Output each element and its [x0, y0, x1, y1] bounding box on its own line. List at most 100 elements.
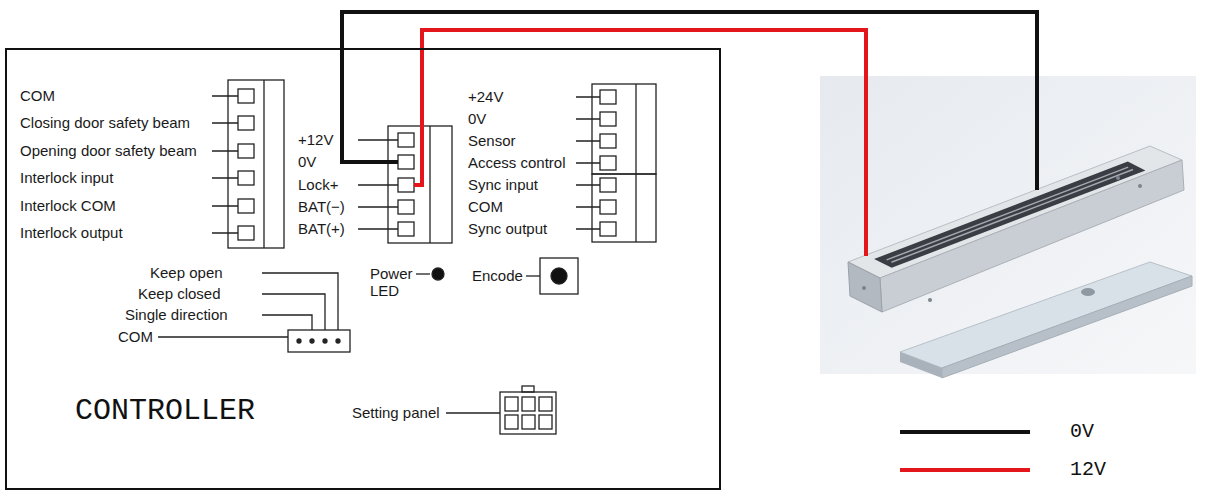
armature-plate — [900, 262, 1192, 378]
terminal-label: Interlock output — [20, 224, 123, 241]
connector-cell — [505, 415, 518, 429]
maglock-end — [848, 262, 882, 312]
terminal-label: BAT(+) — [298, 220, 345, 237]
terminal-label: Sync input — [468, 176, 538, 193]
connector-pin — [336, 339, 340, 343]
terminal — [600, 156, 616, 170]
switch-label: Single direction — [125, 306, 228, 323]
terminal — [238, 89, 254, 103]
indicators — [416, 258, 578, 294]
terminal-label: Opening door safety beam — [20, 142, 197, 159]
terminal — [398, 133, 414, 147]
leader-line — [526, 275, 540, 276]
terminal-divider — [429, 126, 430, 243]
leader-line — [158, 273, 338, 337]
terminal — [600, 134, 616, 148]
connector-pin — [310, 339, 314, 343]
terminal — [238, 116, 254, 130]
terminal — [238, 171, 254, 185]
terminal-block — [212, 80, 284, 248]
legend-line — [900, 468, 1030, 472]
red-wire — [414, 30, 866, 256]
switch-label: COM — [118, 328, 153, 345]
connector-cell — [539, 415, 552, 429]
terminal-label: Closing door safety beam — [20, 114, 190, 131]
button-label: Encode — [472, 267, 523, 284]
terminal-divider — [263, 80, 264, 248]
terminal-housing — [228, 80, 284, 248]
terminal — [600, 222, 616, 236]
terminal-label: +12V — [298, 131, 333, 148]
connector-cell — [505, 397, 518, 411]
leader-line — [212, 96, 238, 233]
core-line — [887, 167, 1129, 260]
terminal-label: COM — [20, 87, 55, 104]
switch-label: Keep open — [150, 264, 223, 281]
terminal-block — [358, 126, 452, 243]
terminal — [238, 144, 254, 158]
connector-housing — [288, 330, 350, 352]
legend-line — [900, 430, 1030, 434]
connector-cell — [522, 415, 535, 429]
plate-top — [900, 262, 1192, 368]
terminal — [398, 178, 414, 192]
core-line — [891, 170, 1133, 263]
plate-end — [900, 352, 942, 378]
terminal — [398, 155, 414, 169]
mode-connector — [158, 273, 350, 352]
connector-housing — [500, 392, 556, 434]
connector-pin — [297, 339, 301, 343]
terminal — [398, 222, 414, 236]
controller-title: CONTROLLER — [75, 395, 255, 428]
terminal — [238, 199, 254, 213]
terminal-label: COM — [468, 198, 503, 215]
leader-line — [358, 140, 398, 229]
terminal-label: Sensor — [468, 132, 516, 149]
switch-label: Keep closed — [138, 285, 221, 302]
terminal-housing — [592, 174, 656, 242]
button-symbol — [551, 268, 567, 284]
screw — [862, 286, 866, 290]
magnet-core — [874, 162, 1145, 268]
terminal-label: 0V — [298, 153, 316, 170]
leader-line — [416, 273, 430, 274]
controller-box: CONTROLLER — [5, 48, 721, 490]
connector-pin — [323, 339, 327, 343]
terminal — [600, 178, 616, 192]
leader-line — [576, 97, 600, 229]
terminal-label: Sync output — [468, 220, 547, 237]
leader-line — [446, 412, 500, 413]
setting-connector — [446, 386, 556, 434]
plate-hole — [1081, 288, 1095, 296]
terminal — [238, 226, 254, 240]
screw — [1116, 176, 1120, 180]
terminal-divider — [635, 84, 636, 242]
legend-text: 0V — [1070, 421, 1094, 443]
terminal-label: Lock+ — [298, 176, 338, 193]
black-wire — [342, 12, 1037, 190]
terminal — [600, 112, 616, 126]
legend-text: 12V — [1070, 459, 1106, 481]
connector-label: Setting panel — [352, 404, 440, 421]
terminal — [398, 200, 414, 214]
terminal-label: Interlock COM — [20, 197, 116, 214]
terminal-housing — [592, 84, 656, 174]
terminal-label: Access control — [468, 154, 566, 171]
led-symbol — [432, 268, 444, 280]
plate-front — [942, 276, 1192, 378]
terminal-label: +24V — [468, 88, 503, 105]
terminal-label: BAT(−) — [298, 198, 345, 215]
photo-backdrop — [820, 76, 1196, 374]
connector-tab — [522, 386, 534, 392]
indicator-label: Power LED — [370, 265, 416, 300]
connector-cell — [522, 397, 535, 411]
terminal-block — [576, 84, 656, 242]
terminal-label: 0V — [468, 110, 486, 127]
screw — [928, 298, 932, 302]
button-housing — [540, 258, 578, 294]
